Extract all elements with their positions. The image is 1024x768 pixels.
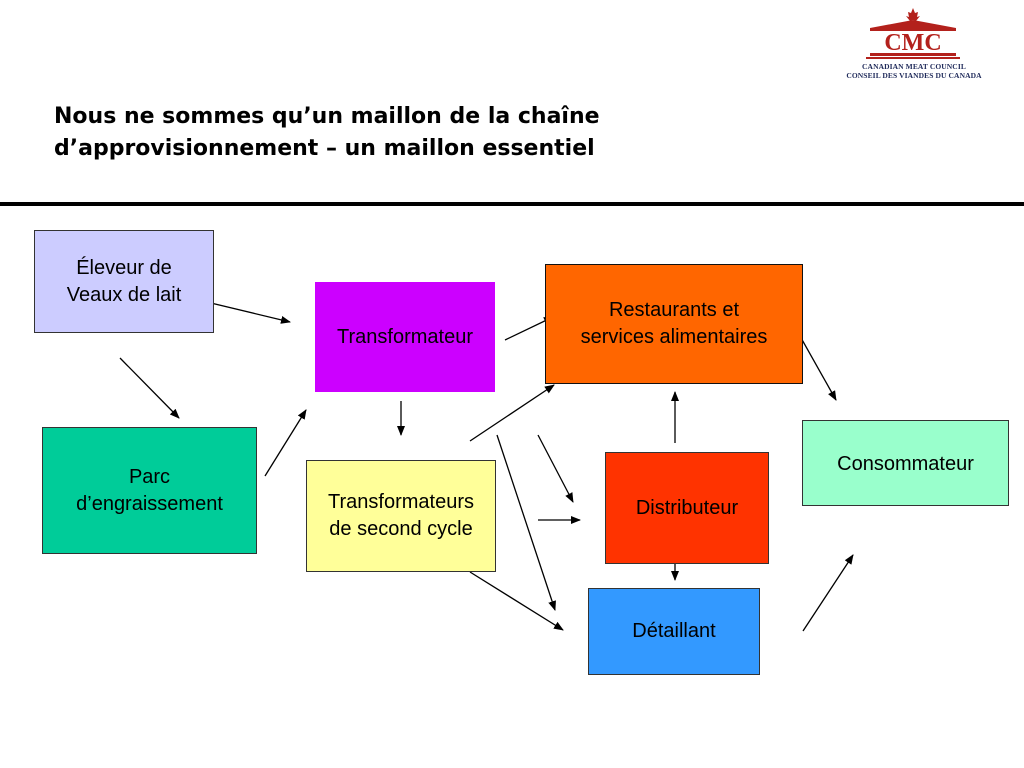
node-restaurants: Restaurants et services alimentaires	[545, 264, 803, 384]
logo-top-band	[870, 28, 956, 31]
node-transformateur-label: Transformateur	[337, 325, 473, 348]
title-line-2: d’approvisionnement – un maillon essenti…	[54, 136, 595, 161]
arrow-second-to-restaurants	[469, 384, 555, 442]
title-line-1: Nous ne sommes qu’un maillon de la chaîn…	[54, 104, 600, 129]
cmc-logo-mark: CMC	[866, 8, 960, 59]
logo-base	[866, 57, 960, 59]
cmc-logo: CMC CANADIAN MEAT COUNCIL CONSEIL DES VI…	[832, 8, 996, 80]
logo-mark-text: CMC	[884, 30, 941, 56]
maple-leaf-icon	[906, 8, 920, 21]
node-transformateur: Transformateur	[315, 282, 495, 392]
node-second: Transformateurs de second cycle	[306, 460, 496, 572]
node-distributeur-label: Distributeur	[635, 496, 739, 519]
node-eleveur: Éleveur de Veaux de lait	[34, 230, 214, 333]
node-second-label: Transformateurs de second cycle	[328, 491, 474, 540]
arrow-second-to-detaillant	[469, 571, 564, 631]
node-detaillant-label: Détaillant	[632, 620, 716, 642]
node-consommateur: Consommateur	[802, 420, 1009, 506]
arrow-detaillant-to-consommateur	[802, 554, 854, 632]
node-eleveur-label: Éleveur de Veaux de lait	[66, 256, 182, 306]
slide-title: Nous ne sommes qu’un maillon de la chaîn…	[54, 101, 600, 165]
arrow-parc-to-transformateur	[264, 409, 307, 477]
arrow-second-to-detaillant-long	[496, 434, 556, 611]
node-restaurants-label: Restaurants et services alimentaires	[580, 299, 768, 348]
node-detaillant: Détaillant	[588, 588, 760, 675]
node-parc: Parc d’engraissement	[42, 427, 257, 554]
logo-line-fr: CONSEIL DES VIANDES DU CANADA	[846, 71, 982, 80]
node-distributeur: Distributeur	[605, 452, 769, 564]
node-consommateur-label: Consommateur	[837, 453, 974, 475]
title-divider	[0, 202, 1024, 206]
arrow-eleveur-to-parc	[119, 357, 180, 419]
arrow-second-to-distributeur-diag	[537, 434, 574, 503]
node-parc-label: Parc d’engraissement	[76, 465, 223, 515]
logo-roof	[870, 20, 956, 28]
logo-line-en: CANADIAN MEAT COUNCIL	[862, 62, 966, 71]
logo-bottom-band	[870, 53, 956, 56]
